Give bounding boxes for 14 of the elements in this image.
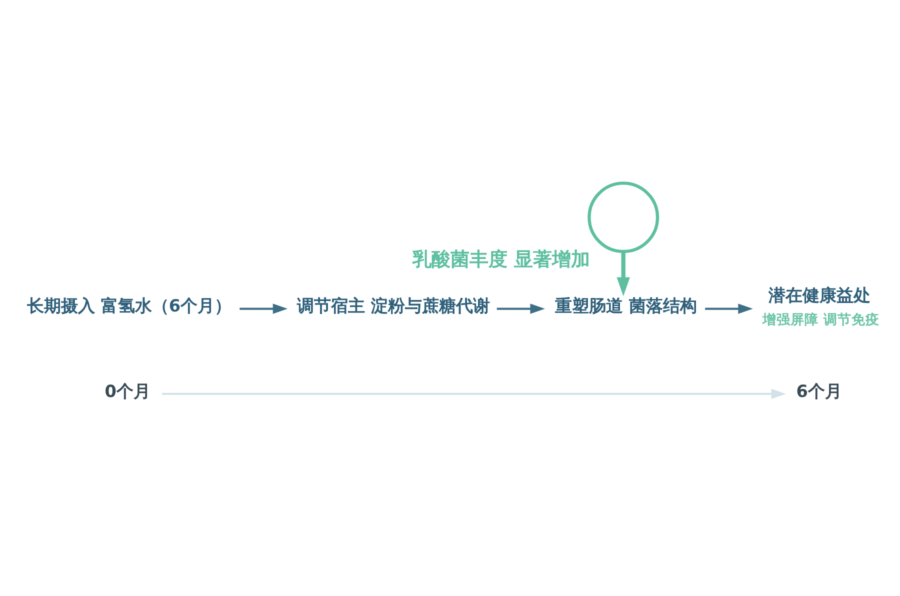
arrow <box>239 304 288 314</box>
node-circle <box>587 182 659 254</box>
node-text: 潜在健康益处 <box>768 285 870 306</box>
node-label: 乳酸菌丰度 显著增加 <box>412 248 590 271</box>
node-text: 0个月 <box>104 380 150 401</box>
arrow <box>704 304 752 314</box>
arrow <box>616 252 630 296</box>
node-text: 6个月 <box>796 380 842 401</box>
node-text: 重塑肠道 菌落结构 <box>554 296 696 316</box>
node-label: 增强屏障 调节免疫 <box>762 312 879 328</box>
node-text: 调节宿主 淀粉与蔗糖代谢 <box>296 296 490 316</box>
arrow <box>496 304 544 314</box>
arrow <box>162 388 786 400</box>
node-text: 长期摄入 富氢水（6个月） <box>26 296 232 316</box>
